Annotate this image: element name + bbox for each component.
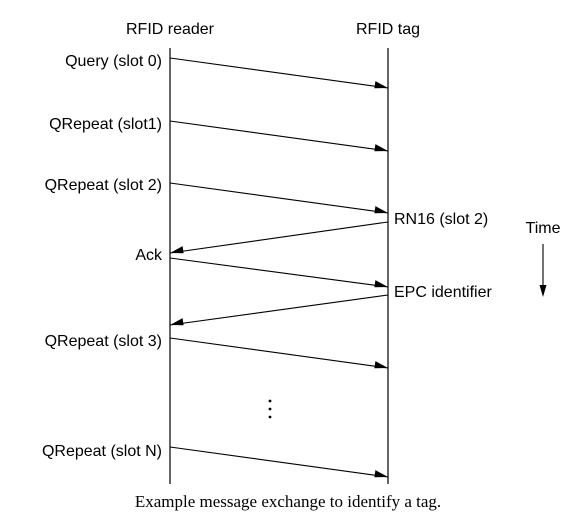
- arrow-query-slot-0: [169, 57, 389, 89]
- arrowhead-rn16-reply: [170, 246, 184, 254]
- arrowhead-ack: [374, 280, 388, 288]
- tag-lifeline-title: RFID tag: [356, 21, 420, 38]
- arrowhead-query-slot-0: [374, 81, 388, 89]
- arrow-qrepeat-slot-2: [169, 182, 389, 214]
- msg-label-qrepeat-slot-3: QRepeat (slot 3): [45, 333, 162, 350]
- msg-label-rn16-slot-2: RN16 (slot 2): [394, 211, 488, 228]
- msg-label-qrepeat-slot-2: QRepeat (slot 2): [45, 177, 162, 194]
- msg-label-qrepeat-slot-n: QRepeat (slot N): [42, 443, 162, 460]
- arrowhead-qrepeat-slot-1: [374, 144, 388, 152]
- arrow-qrepeat-slot-n: [169, 446, 389, 478]
- arrowhead-qrepeat-slot-n: [374, 470, 388, 478]
- figure-caption: Example message exchange to identify a t…: [135, 492, 441, 511]
- vertical-ellipsis: [268, 399, 272, 419]
- arrow-epc-reply: [169, 294, 389, 326]
- msg-label-epc-identifier: EPC identifier: [394, 284, 492, 301]
- time-arrowhead: [539, 285, 547, 297]
- msg-label-qrepeat-slot-1: QRepeat (slot1): [49, 116, 162, 133]
- arrowhead-epc-reply: [170, 318, 184, 326]
- arrow-qrepeat-slot-3: [169, 337, 389, 369]
- arrowhead-qrepeat-slot-3: [374, 361, 388, 369]
- reader-lifeline-title: RFID reader: [126, 21, 215, 38]
- arrow-qrepeat-slot-1: [169, 120, 389, 152]
- time-label: Time: [526, 220, 561, 237]
- arrow-rn16-reply: [169, 221, 389, 254]
- arrowhead-qrepeat-slot-2: [374, 206, 388, 214]
- msg-label-ack: Ack: [135, 247, 163, 264]
- msg-label-query-slot-0: Query (slot 0): [65, 53, 162, 70]
- arrow-ack: [169, 257, 389, 288]
